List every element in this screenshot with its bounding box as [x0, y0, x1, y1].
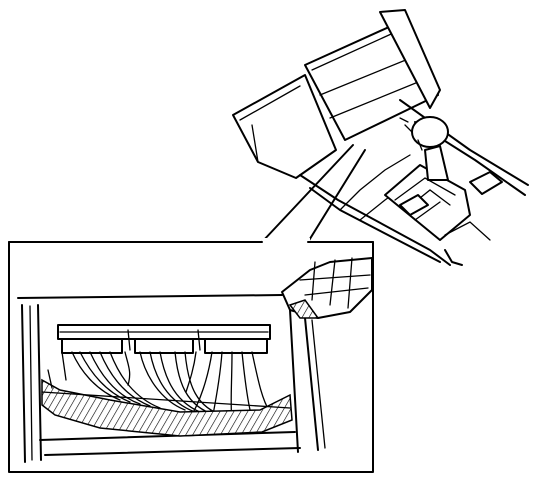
- detail-callout-wedge: [261, 144, 366, 243]
- shift-boot: [384, 164, 471, 241]
- gear-shift-knob: [399, 116, 449, 181]
- console-body: [299, 174, 451, 266]
- floor-tray: [41, 378, 293, 437]
- dash-pillar: [379, 9, 441, 109]
- lower-dash-box: [232, 74, 337, 179]
- console-switch-b: [399, 194, 429, 216]
- detail-inset: [8, 238, 374, 473]
- console-switch-a: [469, 171, 503, 195]
- wiring-harness-connectors: [57, 324, 271, 354]
- center-console-overview: [232, 9, 529, 266]
